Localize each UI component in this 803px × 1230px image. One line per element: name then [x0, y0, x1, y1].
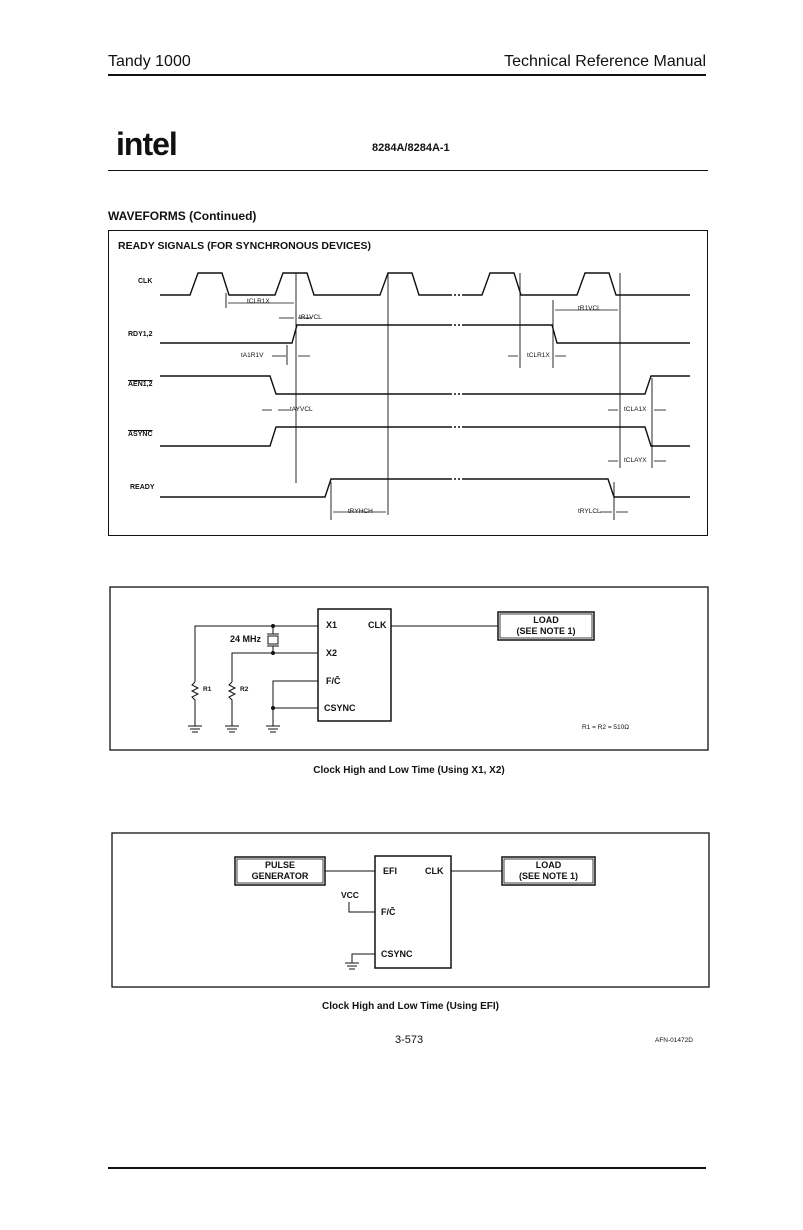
label-tclr1x: tCLR1X: [247, 298, 270, 305]
signal-async: ASYNC: [128, 431, 153, 438]
pulse-gen-line1: PULSE: [264, 860, 295, 870]
label-ta1r1v: tA1R1V: [241, 352, 264, 359]
intel-logo: intel: [116, 126, 178, 163]
part-number: 8284A/8284A-1: [372, 142, 450, 154]
intel-logo-text: intel: [116, 126, 178, 162]
label-tclayx: tCLAYX: [624, 457, 647, 464]
pin-x2: X2: [326, 648, 338, 658]
caption-circuit2: Clock High and Low Time (Using EFI): [321, 1001, 500, 1012]
signal-rdy: RDY1,2: [128, 331, 153, 338]
r2-label: R2: [240, 686, 249, 693]
pin-clk: CLK: [368, 620, 387, 630]
footer-rule: [108, 1167, 706, 1169]
header-left: Tandy 1000: [108, 53, 191, 70]
page-number: 3-573: [395, 1034, 424, 1046]
figure-code: AFN-01472D: [655, 1037, 693, 1044]
label-tcla1x: tCLA1X: [624, 406, 647, 413]
header-rule: [108, 74, 706, 76]
signal-clk: CLK: [138, 278, 153, 285]
timing-title: READY SIGNALS (FOR SYNCHRONOUS DEVICES): [118, 240, 371, 252]
r1-label: R1: [203, 686, 212, 693]
pin-clk-2: CLK: [425, 866, 444, 876]
load2-line1: LOAD: [535, 860, 562, 870]
crystal-label: 24 MHz: [230, 634, 262, 644]
pulse-gen-line2: GENERATOR: [251, 871, 309, 881]
signal-aen: AEN1,2: [128, 381, 153, 388]
pin-fc-2: F/C̄: [381, 907, 396, 917]
signal-ready: READY: [130, 484, 155, 491]
label-trynch: tRYHCH: [348, 508, 373, 515]
label-tr1vcl-b: tR1VCL: [578, 305, 601, 312]
pin-fc: F/C̄: [326, 676, 341, 686]
resistor-note: R1 = R2 = 510Ω: [582, 724, 630, 731]
load1-line1: LOAD: [533, 615, 559, 625]
pin-csync-2: CSYNC: [381, 949, 413, 959]
caption-circuit1: Clock High and Low Time (Using X1, X2): [313, 765, 505, 776]
pin-csync: CSYNC: [324, 703, 356, 713]
load2-line2: (SEE NOTE 1): [518, 871, 578, 881]
pin-efi: EFI: [383, 866, 398, 876]
timing-frame: [108, 230, 708, 536]
label-tayvcl: tAYVCL: [290, 406, 313, 413]
label-trylcl: tRYLCL: [578, 508, 601, 515]
section-title: WAVEFORMS (Continued): [108, 209, 257, 223]
load1-line2: (SEE NOTE 1): [516, 626, 576, 636]
vcc-label: VCC: [341, 890, 359, 900]
pin-x1: X1: [326, 620, 338, 630]
label-tr1vcl-a: tR1VCL: [299, 314, 322, 321]
label-tclr1x-b: tCLR1X: [527, 352, 550, 359]
brand-rule: [108, 170, 708, 171]
header-right: Technical Reference Manual: [504, 53, 706, 70]
